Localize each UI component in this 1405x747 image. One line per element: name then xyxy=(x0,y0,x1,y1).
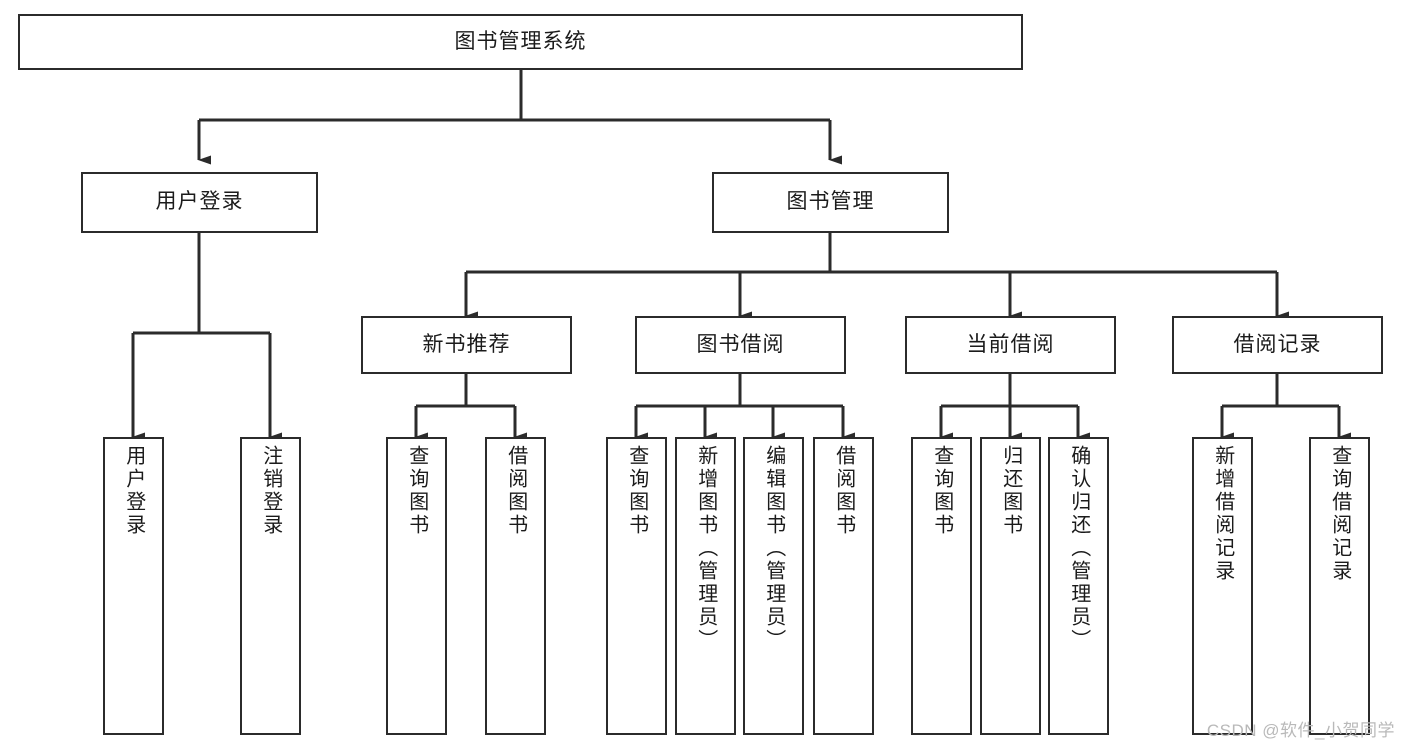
node-label: 新增图书（管理员） xyxy=(694,445,717,652)
leaf-query-books-borrow[interactable]: 查询图书 xyxy=(606,437,667,735)
leaf-edit-book-admin[interactable]: 编辑图书（管理员） xyxy=(743,437,804,735)
node-label: 借阅图书 xyxy=(504,445,527,537)
csdn-watermark: CSDN @软件_小贺同学 xyxy=(1206,721,1395,740)
node-label: 注销登录 xyxy=(259,445,282,537)
leaf-add-book-admin[interactable]: 新增图书（管理员） xyxy=(675,437,736,735)
node-book-management[interactable]: 图书管理 xyxy=(712,172,949,233)
node-label: 图书管理 xyxy=(786,190,875,214)
node-label: 查询图书 xyxy=(930,445,953,537)
node-label: 用户登录 xyxy=(155,190,244,214)
node-label: 查询图书 xyxy=(405,445,428,537)
leaf-query-books-current[interactable]: 查询图书 xyxy=(911,437,972,735)
node-label: 归还图书 xyxy=(999,445,1022,537)
node-label: 新增借阅记录 xyxy=(1211,445,1234,583)
node-label: 用户登录 xyxy=(122,445,145,537)
leaf-query-borrow-record[interactable]: 查询借阅记录 xyxy=(1309,437,1370,735)
node-label: 当前借阅 xyxy=(966,332,1055,356)
node-label: 图书借阅 xyxy=(696,332,785,356)
node-label: 图书管理系统 xyxy=(454,29,587,53)
node-label: 借阅记录 xyxy=(1233,332,1322,356)
node-label: 借阅图书 xyxy=(832,445,855,537)
node-label: 新书推荐 xyxy=(422,332,511,356)
leaf-query-books-recommend[interactable]: 查询图书 xyxy=(386,437,447,735)
node-root-system[interactable]: 图书管理系统 xyxy=(18,14,1023,70)
leaf-borrow-books-borrow[interactable]: 借阅图书 xyxy=(813,437,874,735)
node-label: 确认归还（管理员） xyxy=(1067,445,1090,652)
node-label: 查询借阅记录 xyxy=(1328,445,1351,583)
leaf-confirm-return-admin[interactable]: 确认归还（管理员） xyxy=(1048,437,1109,735)
leaf-add-borrow-record[interactable]: 新增借阅记录 xyxy=(1192,437,1253,735)
node-label: 查询图书 xyxy=(625,445,648,537)
leaf-return-books[interactable]: 归还图书 xyxy=(980,437,1041,735)
node-borrow-record[interactable]: 借阅记录 xyxy=(1172,316,1383,374)
node-book-borrow[interactable]: 图书借阅 xyxy=(635,316,846,374)
leaf-logout[interactable]: 注销登录 xyxy=(240,437,301,735)
leaf-borrow-books-recommend[interactable]: 借阅图书 xyxy=(485,437,546,735)
leaf-user-login[interactable]: 用户登录 xyxy=(103,437,164,735)
node-label: 编辑图书（管理员） xyxy=(762,445,785,652)
node-current-borrow[interactable]: 当前借阅 xyxy=(905,316,1116,374)
node-user-login[interactable]: 用户登录 xyxy=(81,172,318,233)
node-new-book-recommend[interactable]: 新书推荐 xyxy=(361,316,572,374)
